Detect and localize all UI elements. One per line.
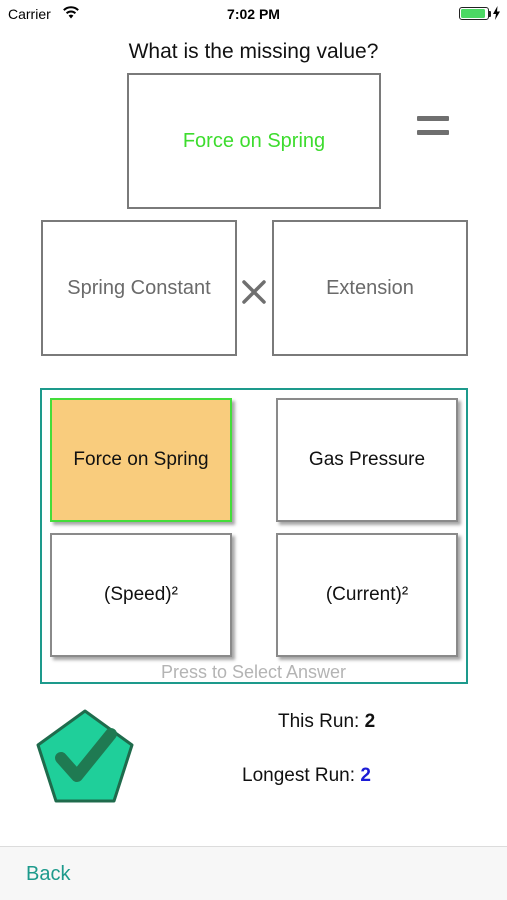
clock: 7:02 PM	[227, 6, 280, 22]
longest-run-label: Longest Run:	[242, 765, 356, 786]
equation-left-operand-box: Spring Constant	[41, 220, 237, 356]
equals-icon	[417, 114, 449, 138]
answer-option-label: Force on Spring	[73, 449, 209, 470]
longest-run-stat: Longest Run: 2	[242, 765, 371, 787]
carrier-label: Carrier	[8, 6, 51, 22]
this-run-value: 2	[364, 711, 376, 732]
answer-option-label: (Speed)²	[104, 584, 178, 605]
status-bar: Carrier 7:02 PM	[0, 0, 507, 28]
select-answer-hint: Press to Select Answer	[160, 662, 347, 682]
bottom-toolbar: Back	[0, 846, 507, 900]
back-button[interactable]: Back	[26, 863, 71, 885]
answer-option-force-on-spring[interactable]: Force on Spring	[50, 398, 232, 522]
answer-panel: Force on Spring Gas Pressure (Speed)² (C…	[40, 388, 468, 684]
answer-option-label: Gas Pressure	[308, 449, 426, 470]
battery-icon	[459, 7, 489, 20]
checkmark-pentagon-icon	[36, 709, 134, 803]
answer-option-label: (Current)²	[325, 584, 409, 605]
longest-run-value: 2	[360, 765, 371, 786]
this-run-label: This Run:	[278, 711, 360, 732]
equation-right-operand-label: Extension	[326, 276, 414, 299]
answer-option-gas-pressure[interactable]: Gas Pressure	[276, 398, 458, 522]
times-icon	[242, 280, 266, 304]
wifi-icon	[63, 6, 79, 19]
equation-result-box: Force on Spring	[127, 73, 381, 209]
equation-result-label: Force on Spring	[182, 129, 326, 152]
this-run-stat: This Run: 2	[278, 711, 375, 733]
battery-tip	[488, 10, 491, 17]
charging-bolt-icon	[493, 6, 500, 20]
answer-option-current-squared[interactable]: (Current)²	[276, 533, 458, 657]
equation-right-operand-box: Extension	[272, 220, 468, 356]
question-title: What is the missing value?	[128, 40, 379, 63]
equation-left-operand-label: Spring Constant	[67, 276, 211, 299]
answer-option-speed-squared[interactable]: (Speed)²	[50, 533, 232, 657]
